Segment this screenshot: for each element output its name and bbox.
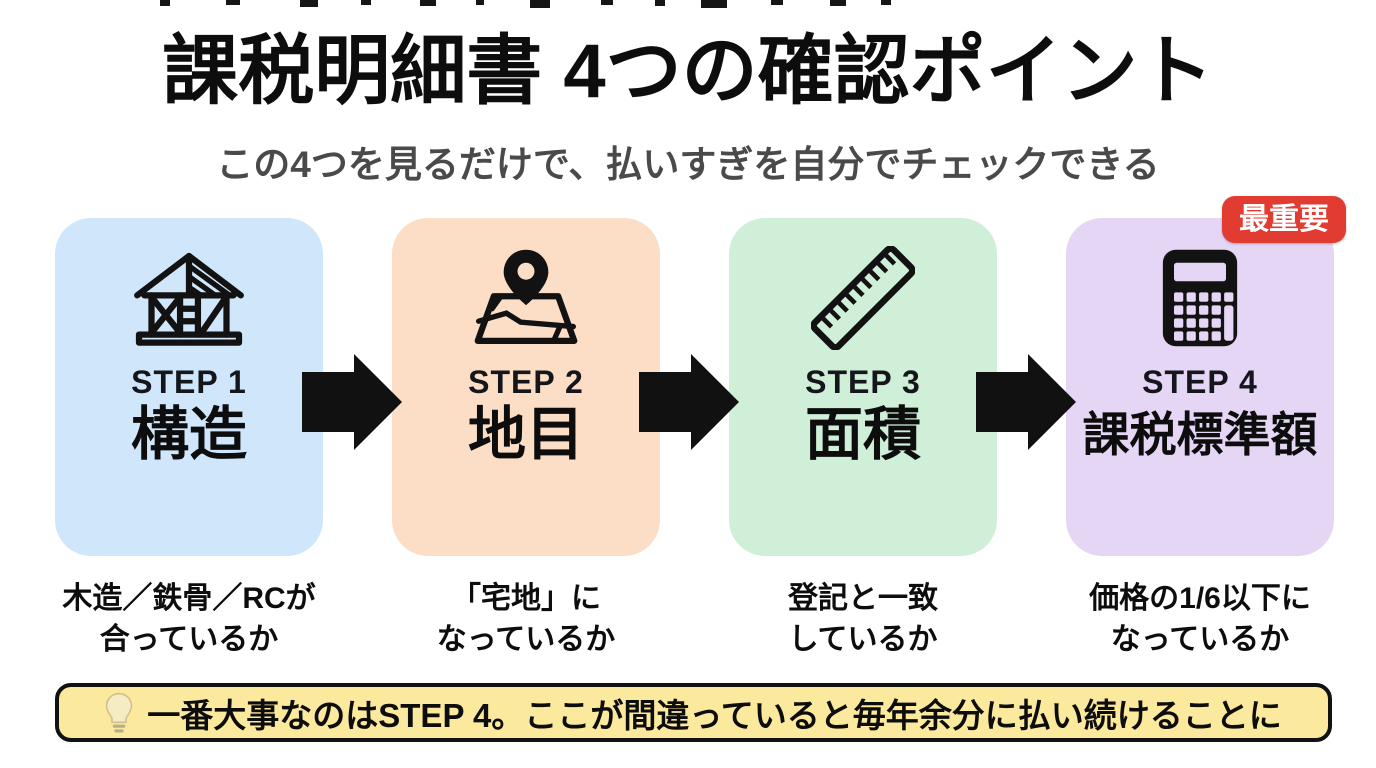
house-frame-icon: [130, 244, 248, 352]
step3-caption: 登記と一致 しているか: [788, 582, 938, 657]
step2-label: STEP 2: [468, 364, 584, 400]
arrow-right-icon: [302, 354, 402, 450]
step4-label: STEP 4: [1142, 364, 1258, 400]
step3-label: STEP 3: [805, 364, 921, 400]
map-pin-icon: [467, 244, 585, 352]
lightbulb-icon: [105, 692, 133, 734]
key-message-text: 一番大事なのはSTEP 4。ここが間違っていると毎年余分に払い続けることに: [147, 696, 1282, 734]
step3-card: STEP 3 面積: [729, 218, 997, 556]
step4-caption: 価格の1/6以下に なっているか: [1089, 582, 1311, 657]
step3-title: 面積: [804, 402, 921, 467]
page-subtitle: この4つを見るだけで、払いすぎを自分でチェックできる: [216, 144, 1160, 185]
step2-title: 地目: [467, 402, 584, 467]
step2-caption: 「宅地」に なっているか: [436, 582, 616, 657]
most-important-badge: 最重要: [1222, 196, 1346, 243]
step1-label: STEP 1: [131, 364, 247, 400]
ruler-icon: [811, 244, 915, 352]
step1-card: STEP 1 構造: [55, 218, 323, 556]
key-message-banner: 一番大事なのはSTEP 4。ここが間違っていると毎年余分に払い続けることに: [55, 683, 1332, 742]
step1-title: 構造: [130, 402, 247, 467]
page-title: 課税明細書 4つの確認ポイント: [162, 29, 1214, 114]
arrow-right-icon: [639, 354, 739, 450]
step4-card: STEP 4 課税標準額: [1066, 218, 1334, 556]
step2-card: STEP 2 地目: [392, 218, 660, 556]
arrow-right-icon: [976, 354, 1076, 450]
step1-caption: 木造／鉄骨／RCが 合っているか: [62, 582, 316, 657]
step4-title: 課税標準額: [1082, 408, 1318, 461]
calculator-icon: [1148, 244, 1252, 352]
